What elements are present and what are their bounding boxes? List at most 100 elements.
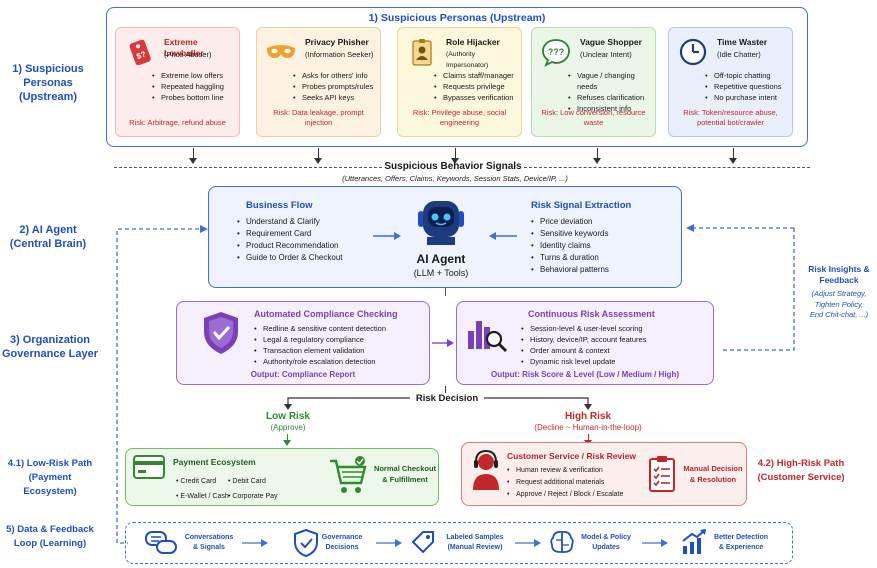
business-flow-list: Understand & Clarify Requirement Card Pr…	[237, 216, 343, 264]
persona-item: Claims staff/manager	[434, 70, 515, 81]
data-loop-section	[125, 522, 793, 564]
clock-icon	[677, 36, 709, 68]
connector-line	[455, 148, 456, 159]
connector-line	[597, 148, 598, 159]
signals-divider-left	[114, 167, 382, 168]
label-tag-icon	[410, 529, 436, 555]
decision-branch-lines	[270, 394, 610, 410]
connector-line	[733, 148, 734, 159]
side-label-high-risk-path: 4.2) High-Risk Path (Customer Service)	[757, 458, 845, 483]
svg-text:???: ???	[548, 47, 565, 57]
arrow-down-icon	[189, 158, 197, 164]
persona-subtitle: (Authority Impersonator)	[446, 51, 489, 69]
risk-extraction-title: Risk Signal Extraction	[531, 200, 632, 211]
price-tag-icon: $?	[124, 36, 156, 68]
persona-item: Asks for others' info	[293, 70, 374, 81]
shopping-cart-icon	[328, 455, 368, 497]
growth-chart-icon	[680, 528, 708, 556]
chat-bubbles-icon	[145, 530, 177, 556]
persona-card-time-waster: Time Waster (Idle Chatter) Off-topic cha…	[668, 27, 793, 137]
feedback-details: (Adjust Strategy, Tighten Policy, End Ch…	[809, 289, 869, 319]
loop-step-label: Model & Policy Updates	[581, 534, 631, 551]
persona-card-role-hijacker: Role Hijacker (Authority Impersonator) C…	[397, 27, 522, 137]
persona-item: Bypasses verification	[434, 92, 515, 103]
side-label-governance: 3) Organization Governance Layer	[2, 334, 98, 360]
personas-section: 1) Suspicious Personas (Upstream)	[106, 7, 808, 147]
assessment-output: Output: Risk Score & Level (Low / Medium…	[490, 370, 679, 379]
persona-item: Probes bottom line	[152, 92, 233, 103]
mask-icon	[265, 36, 297, 68]
question-bubble-icon: ???	[540, 36, 572, 68]
persona-item: Vague / changing needs	[568, 70, 649, 92]
risk-extraction-item: Price deviation	[531, 216, 609, 228]
risk-extraction-item: Behavioral patterns	[531, 264, 609, 276]
persona-risk: Risk: Arbitrage, refund abuse	[129, 118, 226, 127]
high-risk-title: High Risk	[564, 411, 612, 422]
payment-ecosystem-title: Payment Ecosystem	[173, 457, 256, 467]
feedback-title: Risk Insights & Feedback	[808, 264, 870, 285]
persona-item: Seeks API keys	[293, 92, 374, 103]
assessment-item: Dynamic risk level update	[521, 356, 646, 367]
svg-text:$?: $?	[135, 49, 147, 61]
connector-line	[445, 386, 446, 396]
persona-item: Repeated haggling	[152, 81, 233, 92]
normal-checkout-label: Normal Checkout & Fulfillment	[373, 464, 437, 484]
loop-step-label: Governance Decisions	[321, 534, 363, 551]
checklist-clipboard-icon	[647, 455, 677, 493]
robot-icon	[413, 193, 469, 247]
loop-step-label: Better Detection & Experience	[713, 534, 769, 551]
credit-card-icon	[133, 455, 165, 479]
signals-divider-right	[524, 167, 810, 168]
payment-method-item: • Credit Card	[176, 478, 217, 485]
manual-decision-label: Manual Decision & Resolution	[683, 464, 743, 484]
side-label-personas: 1) Suspicious Personas (Upstream)	[12, 63, 84, 103]
business-flow-item: Product Recommendation	[237, 240, 343, 252]
arrow-right-icon	[242, 539, 268, 547]
bar-chart-magnifier-icon	[462, 309, 510, 357]
persona-item: Off-topic chatting	[705, 70, 786, 81]
arrow-left-icon	[489, 232, 517, 240]
persona-subtitle: (Unclear Intent)	[580, 50, 632, 59]
compliance-item: Authority/role escalation detection	[254, 356, 386, 367]
support-agent-icon	[470, 448, 502, 492]
persona-risk: Risk: Low conversion, resource waste	[541, 108, 646, 127]
customer-service-item: Human review & verification	[507, 465, 623, 477]
connector-line	[318, 148, 319, 159]
arrow-down-icon	[593, 158, 601, 164]
loop-step-label: Conversations & Signals	[184, 534, 234, 551]
persona-card-extreme-lowballer: $? Extreme Lowballer (Price Abuser) Extr…	[115, 27, 240, 137]
persona-card-privacy-phisher: Privacy Phisher (Information Seeker) Ask…	[256, 27, 381, 137]
persona-item: Probes prompts/rules	[293, 81, 374, 92]
arrow-down-icon	[283, 440, 291, 446]
risk-decision-title: Risk Decision	[410, 393, 484, 404]
shield-check-icon	[200, 310, 242, 356]
compliance-output: Output: Compliance Report	[250, 370, 356, 379]
payment-method-item: • E-Wallet / Cash	[176, 493, 229, 500]
connector-line	[287, 434, 288, 442]
customer-service-item: Request additional materials	[507, 477, 623, 489]
payment-ecosystem-card	[125, 448, 439, 506]
persona-title: Extreme Lowballer	[164, 37, 204, 58]
arrow-down-icon	[314, 158, 322, 164]
id-badge-icon	[406, 36, 438, 68]
compliance-item: Transaction element validation	[254, 345, 386, 356]
assessment-item: Order amount & context	[521, 345, 646, 356]
high-risk-subtitle: (Decline ~ Human-in-the-loop)	[534, 423, 642, 432]
persona-item: Refuses clarification	[568, 92, 649, 103]
persona-risk: Risk: Token/resource abuse, potential bo…	[683, 108, 778, 127]
risk-extraction-item: Sensitive keywords	[531, 228, 609, 240]
compliance-item: Legal & regulatory compliance	[254, 334, 386, 345]
signals-subtitle: (Utterances, Offers, Claims, Keywords, S…	[342, 174, 568, 183]
assessment-title: Continuous Risk Assessment	[528, 309, 655, 319]
connector-line	[193, 148, 194, 159]
connector-line	[445, 288, 446, 296]
persona-subtitle: (Information Seeker)	[305, 50, 374, 59]
persona-risk: Risk: Privilege abuse, social engineerin…	[412, 108, 507, 127]
customer-service-title: Customer Service / Risk Review	[507, 451, 636, 461]
business-flow-item: Requirement Card	[237, 228, 343, 240]
business-flow-item: Guide to Order & Checkout	[237, 252, 343, 264]
personas-section-title: 1) Suspicious Personas (Upstream)	[368, 12, 546, 24]
arrow-down-icon	[729, 158, 737, 164]
persona-title: Privacy Phisher	[305, 37, 369, 47]
risk-extraction-item: Turns & duration	[531, 252, 609, 264]
